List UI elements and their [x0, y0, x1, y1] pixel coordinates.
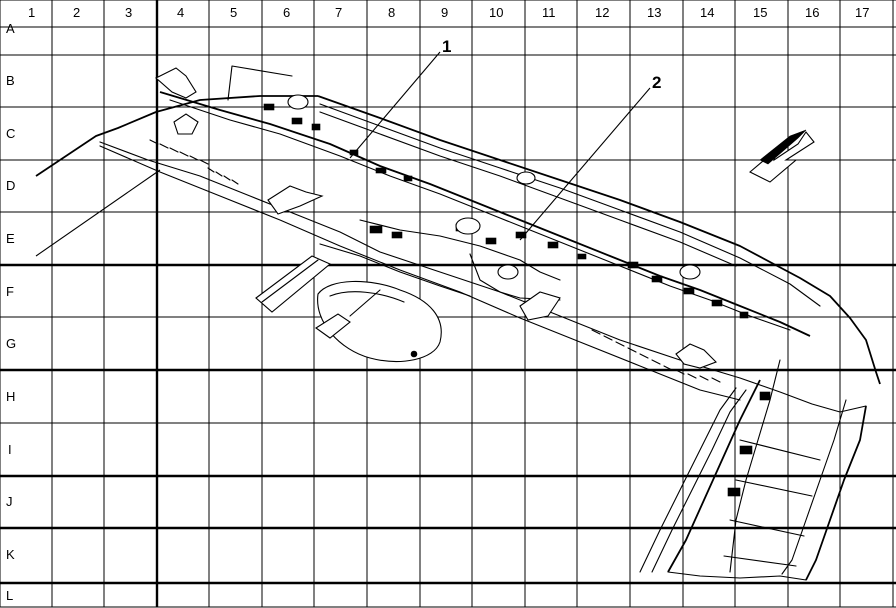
col-label-7: 7	[335, 5, 342, 20]
callout-1-leader-ext	[35, 169, 161, 257]
row-label-e: E	[6, 231, 15, 246]
harness-branch-3	[319, 243, 471, 297]
mirror-mount	[315, 313, 351, 339]
headliner-assembly	[35, 65, 881, 581]
harness-branch	[359, 219, 561, 281]
row-label-b: B	[6, 73, 15, 88]
side-panel-stitch-1	[723, 439, 821, 567]
headliner-rear-edge-inner2	[319, 111, 737, 267]
side-panel-bottom	[667, 571, 807, 581]
module-round-3	[497, 264, 519, 280]
side-panel-outer	[667, 379, 761, 573]
rearview-mirror	[317, 280, 442, 363]
col-label-15: 15	[753, 5, 767, 20]
row-label-d: D	[6, 178, 15, 193]
callout-1-leader	[349, 51, 441, 159]
col-label-6: 6	[283, 5, 290, 20]
column-labels: 1 2 3 4 5 6 7 8 9 10 11 12 13 14 15 16 1…	[28, 5, 869, 20]
callout-1-label: 1	[442, 37, 451, 56]
harness-main-run	[159, 91, 811, 337]
col-label-12: 12	[595, 5, 609, 20]
side-panel-left-strip2	[651, 389, 747, 573]
callout-1-group: 1	[35, 37, 451, 257]
bracket-right	[519, 291, 561, 321]
connector-cluster-side	[727, 391, 771, 497]
col-label-4: 4	[177, 5, 184, 20]
row-labels: A B C D E F G H I J K L	[6, 21, 16, 603]
vent-slots-front	[149, 139, 721, 383]
col-label-9: 9	[441, 5, 448, 20]
window-frame-strip	[227, 65, 293, 101]
side-panel-right-outer	[805, 405, 867, 581]
row-label-j: J	[6, 494, 13, 509]
col-label-17: 17	[855, 5, 869, 20]
row-label-i: I	[8, 442, 12, 457]
row-label-l: L	[6, 588, 13, 603]
col-label-13: 13	[647, 5, 661, 20]
callout-2-leader	[519, 87, 651, 241]
bracket-center	[267, 185, 324, 215]
module-round-1	[287, 94, 309, 110]
headliner-rear-edge	[317, 95, 881, 385]
col-label-5: 5	[230, 5, 237, 20]
headliner-rear-edge-inner	[319, 103, 821, 307]
col-label-8: 8	[388, 5, 395, 20]
row-label-k: K	[6, 547, 15, 562]
clip-right-1	[675, 343, 717, 369]
side-panel-right-inner	[781, 399, 847, 575]
col-label-11: 11	[542, 5, 556, 20]
row-label-a: A	[6, 21, 15, 36]
connector-cluster-3	[627, 261, 749, 319]
col-label-2: 2	[73, 5, 80, 20]
side-panel-left-strip	[639, 387, 737, 573]
callout-2-label: 2	[652, 73, 661, 92]
col-label-3: 3	[125, 5, 132, 20]
col-label-1: 1	[28, 5, 35, 20]
module-round-4	[679, 264, 701, 280]
row-label-f: F	[6, 284, 14, 299]
row-label-h: H	[6, 389, 15, 404]
bracket-front-left	[155, 67, 197, 99]
col-label-14: 14	[700, 5, 714, 20]
forward-arrow-icon	[749, 129, 815, 183]
harness-main-run-2	[169, 99, 791, 331]
row-label-c: C	[6, 126, 15, 141]
module-round-5	[516, 171, 536, 185]
callout-2-group: 2	[519, 73, 661, 241]
row-label-g: G	[6, 336, 16, 351]
headliner-front-edge	[35, 95, 318, 177]
module-round-2	[455, 217, 481, 235]
clip-front-1	[173, 113, 199, 135]
headliner-front-edge-lower	[99, 145, 741, 401]
col-label-10: 10	[489, 5, 503, 20]
sun-visor	[255, 255, 332, 313]
headliner-front-edge-inner	[99, 141, 867, 413]
side-panel-inner	[729, 359, 781, 573]
col-label-16: 16	[805, 5, 819, 20]
